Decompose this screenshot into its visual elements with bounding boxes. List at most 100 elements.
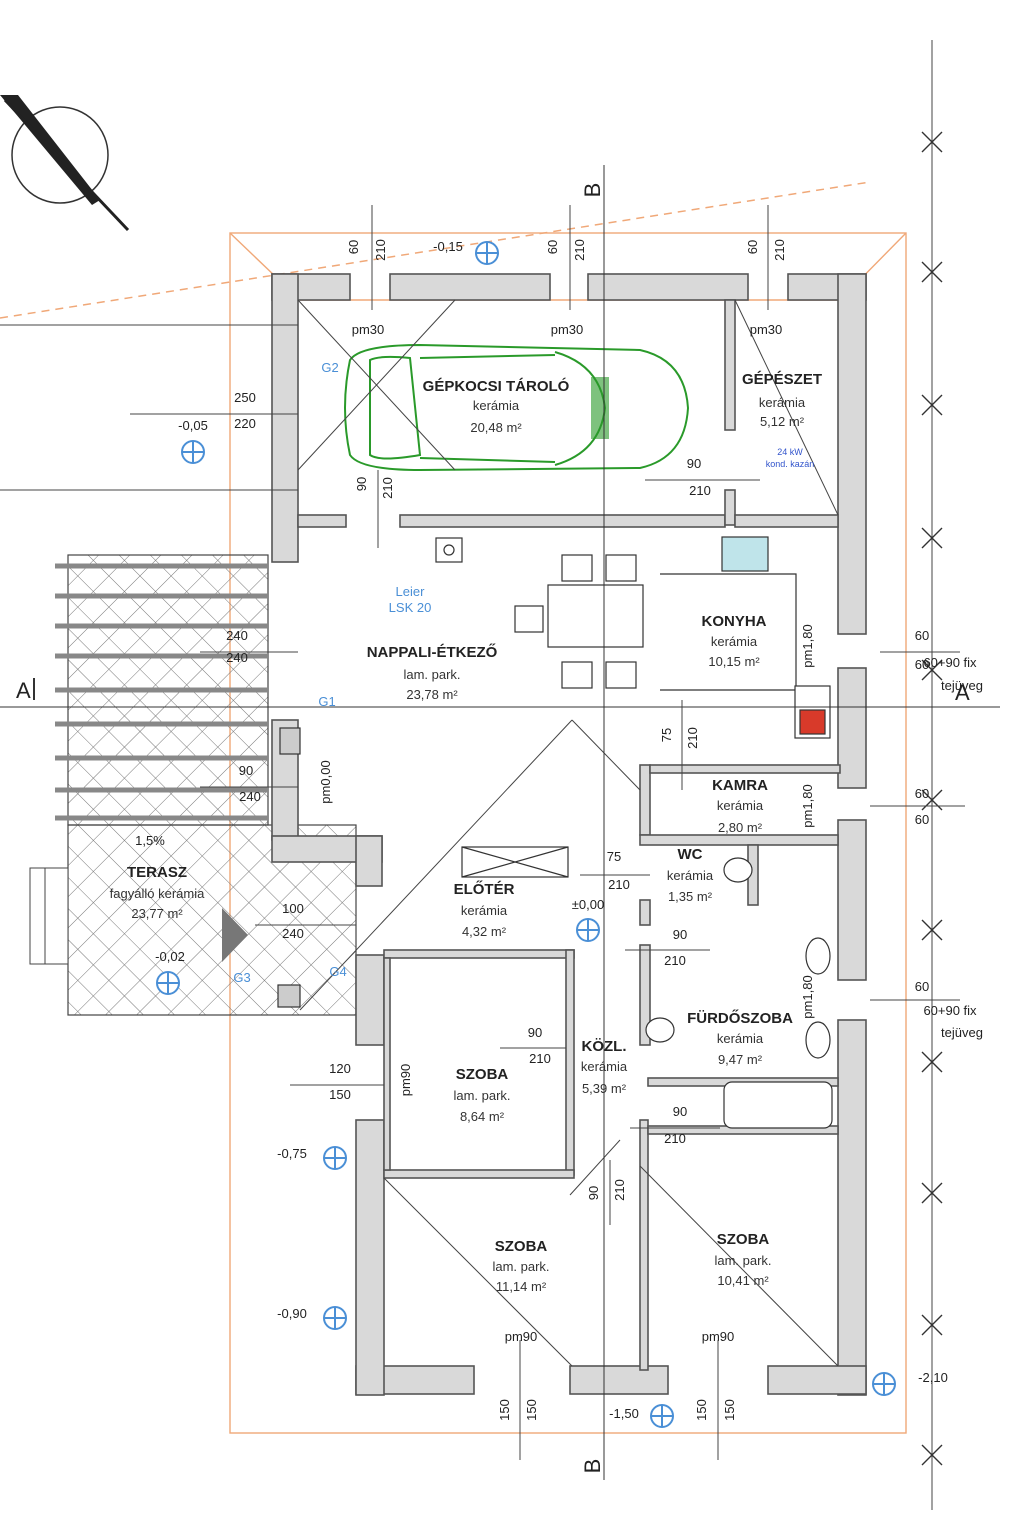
room-label-room1: SZOBA lam. park. 8,64 m² — [453, 1066, 510, 1124]
dimension-labels: 60 210 60 210 60 210 250 220 90 210 90 2… — [226, 239, 929, 1421]
svg-text:pm1,80: pm1,80 — [800, 784, 815, 827]
svg-text:8,64 m²: 8,64 m² — [460, 1109, 505, 1124]
svg-text:90: 90 — [673, 927, 687, 942]
svg-text:pm90: pm90 — [398, 1064, 413, 1097]
svg-text:240: 240 — [239, 789, 261, 804]
svg-text:GÉPKOCSI TÁROLÓ: GÉPKOCSI TÁROLÓ — [423, 377, 570, 395]
svg-text:FÜRDŐSZOBA: FÜRDŐSZOBA — [687, 1009, 793, 1027]
svg-text:240: 240 — [282, 926, 304, 941]
fix-glass-note-2-line2: tejüveg — [941, 1025, 983, 1040]
svg-text:23,77 m²: 23,77 m² — [131, 906, 183, 921]
svg-text:5,39 m²: 5,39 m² — [582, 1081, 627, 1096]
window-code: pm30 — [352, 322, 385, 337]
svg-text:150: 150 — [329, 1087, 351, 1102]
chimney-note-line1: Leier — [396, 584, 426, 599]
svg-text:kerámia: kerámia — [461, 903, 508, 918]
svg-text:lam. park.: lam. park. — [453, 1088, 510, 1103]
level-markers — [156, 241, 896, 1428]
svg-text:lam. park.: lam. park. — [714, 1253, 771, 1268]
svg-text:pm90: pm90 — [702, 1329, 735, 1344]
svg-text:pm90: pm90 — [505, 1329, 538, 1344]
level-living-floor: pm0,00 — [318, 760, 333, 803]
svg-text:NAPPALI-ÉTKEZŐ: NAPPALI-ÉTKEZŐ — [367, 643, 498, 661]
callout-g1: G1 — [318, 694, 335, 709]
svg-text:9,47 m²: 9,47 m² — [718, 1052, 763, 1067]
svg-text:KONYHA: KONYHA — [701, 613, 766, 630]
svg-text:90: 90 — [586, 1186, 601, 1200]
svg-text:150: 150 — [722, 1399, 737, 1421]
svg-text:60: 60 — [915, 786, 929, 801]
level-west2: -0,90 — [277, 1306, 307, 1321]
svg-text:kerámia: kerámia — [581, 1059, 628, 1074]
room-label-hall: ELŐTÉR kerámia 4,32 m² — [454, 880, 515, 939]
callout-g3: G3 — [233, 970, 250, 985]
fix-glass-note-2-line1: 60+90 fix — [923, 1003, 977, 1018]
svg-text:90: 90 — [354, 477, 369, 491]
chimney-note-line2: LSK 20 — [389, 600, 432, 615]
room-label-pantry: KAMRA kerámia 2,80 m² — [712, 777, 768, 835]
svg-text:60: 60 — [545, 240, 560, 254]
svg-text:90: 90 — [673, 1104, 687, 1119]
svg-text:90: 90 — [687, 456, 701, 471]
svg-text:250: 250 — [234, 390, 256, 405]
svg-text:210: 210 — [373, 239, 388, 261]
level-marker-icon — [475, 241, 499, 265]
section-mark-b-top: B — [580, 183, 605, 198]
level-west1: -0,75 — [277, 1146, 307, 1161]
svg-text:90: 90 — [528, 1025, 542, 1040]
room-label-room2: SZOBA lam. park. 11,14 m² — [492, 1238, 549, 1294]
svg-text:210: 210 — [685, 727, 700, 749]
svg-text:210: 210 — [529, 1051, 551, 1066]
section-lines — [0, 165, 1000, 1480]
svg-text:20,48 m²: 20,48 m² — [470, 420, 522, 435]
svg-text:60: 60 — [915, 979, 929, 994]
svg-text:5,12 m²: 5,12 m² — [760, 414, 805, 429]
svg-text:210: 210 — [612, 1179, 627, 1201]
svg-text:210: 210 — [572, 239, 587, 261]
roof-hip-lines — [297, 299, 839, 1367]
svg-text:150: 150 — [524, 1399, 539, 1421]
svg-text:kerámia: kerámia — [717, 1031, 764, 1046]
level-marker-icon — [650, 1404, 674, 1428]
room-label-wc: WC kerámia 1,35 m² — [667, 846, 714, 904]
terrace-slope: 1,5% — [135, 833, 165, 848]
svg-text:pm1,80: pm1,80 — [800, 975, 815, 1018]
level-marker-icon — [181, 440, 205, 464]
property-line — [0, 181, 871, 319]
room-label-room3: SZOBA lam. park. 10,41 m² — [714, 1231, 771, 1288]
svg-text:kerámia: kerámia — [667, 868, 714, 883]
svg-text:240: 240 — [226, 628, 248, 643]
level-marker-icon — [156, 971, 180, 995]
walls — [271, 273, 867, 1396]
room-label-bathroom: FÜRDŐSZOBA kerámia 9,47 m² — [687, 1009, 793, 1067]
svg-text:90: 90 — [239, 763, 253, 778]
window-code: pm30 — [551, 322, 584, 337]
svg-text:GÉPÉSZET: GÉPÉSZET — [742, 371, 822, 388]
window-code: pm30 — [750, 322, 783, 337]
svg-text:150: 150 — [497, 1399, 512, 1421]
svg-text:lam. park.: lam. park. — [403, 667, 460, 682]
svg-text:kerámia: kerámia — [473, 398, 520, 413]
svg-text:kerámia: kerámia — [759, 395, 806, 410]
svg-text:4,32 m²: 4,32 m² — [462, 924, 507, 939]
svg-text:pm1,80: pm1,80 — [800, 624, 815, 667]
level-marker-icon — [323, 1146, 347, 1170]
room-label-living: NAPPALI-ÉTKEZŐ lam. park. 23,78 m² — [367, 643, 498, 702]
room-label-kitchen: KONYHA kerámia 10,15 m² — [701, 613, 766, 669]
svg-text:11,14 m²: 11,14 m² — [496, 1279, 547, 1294]
svg-text:10,41 m²: 10,41 m² — [717, 1273, 769, 1288]
svg-text:210: 210 — [380, 477, 395, 499]
svg-text:KAMRA: KAMRA — [712, 777, 768, 794]
pergola — [55, 554, 269, 826]
svg-text:lam. park.: lam. park. — [492, 1259, 549, 1274]
section-mark-b-bottom: B — [580, 1459, 605, 1474]
section-mark-a-left: A — [16, 678, 31, 703]
svg-text:WC: WC — [678, 846, 703, 863]
grid-axis — [921, 40, 943, 1510]
level-bottom: -1,50 — [609, 1406, 639, 1421]
boiler-note-line1: 24 kW — [777, 447, 803, 457]
svg-text:210: 210 — [772, 239, 787, 261]
svg-text:10,15 m²: 10,15 m² — [708, 654, 760, 669]
fix-glass-note-1-line1: 60+90 fix — [923, 655, 977, 670]
